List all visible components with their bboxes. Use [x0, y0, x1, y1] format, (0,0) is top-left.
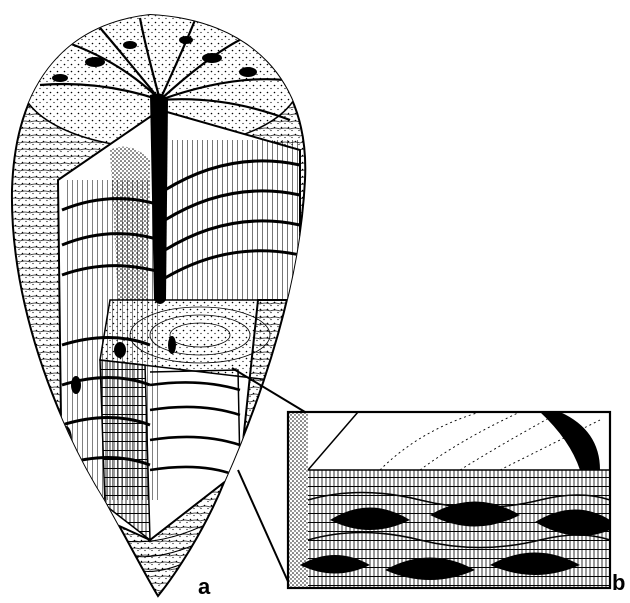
coral-specimen-a [0, 12, 320, 600]
panel-label-a: a [198, 576, 210, 598]
panel-label-b: b [612, 572, 625, 594]
detail-inset-b [288, 412, 610, 588]
